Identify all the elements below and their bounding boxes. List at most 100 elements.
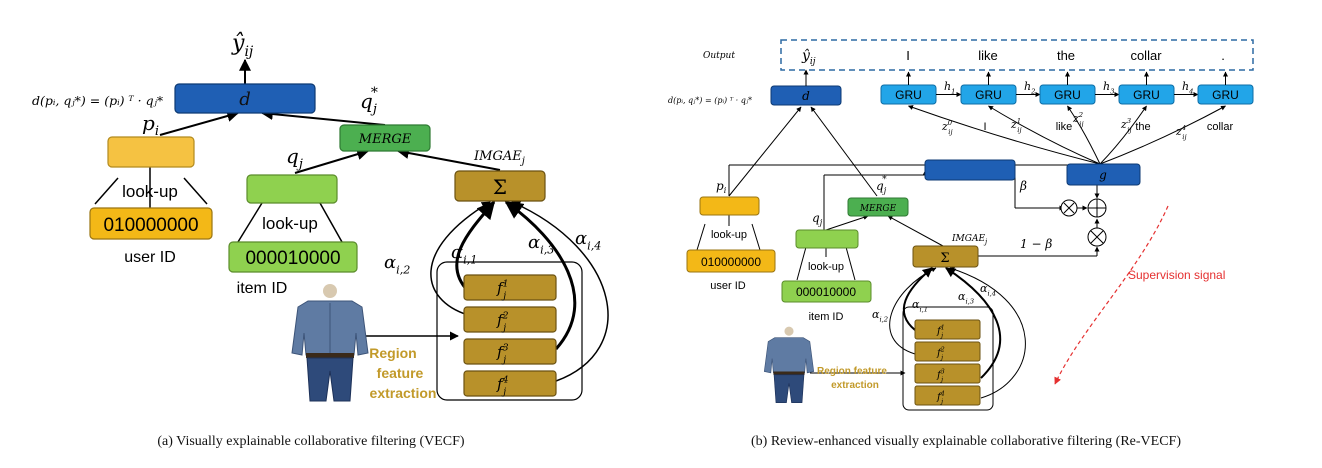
re-vecf-alpha-2: αi,2 xyxy=(872,308,888,323)
re-vecf-hidden-label-3: h3 xyxy=(1103,80,1114,95)
vecf-feature-container xyxy=(436,261,583,401)
re-vecf-input-word-4: collar xyxy=(1207,121,1234,133)
re-vecf-feature-container xyxy=(902,306,994,411)
vecf-sum-label: Σ xyxy=(493,175,507,199)
re-vecf-supervision-arrow xyxy=(1054,205,1169,385)
re-vecf-yhat: ŷij xyxy=(801,47,816,67)
vecf-imgae-label: IMGAEj xyxy=(473,149,525,167)
vecf-item-id: item ID xyxy=(237,280,288,297)
vecf-user-id: user ID xyxy=(124,249,176,266)
re-vecf-output-word-4: collar xyxy=(1130,48,1162,63)
re-vecf-alpha-labels: αi,1 αi,2 αi,3 αi,4 xyxy=(872,282,996,323)
re-vecf-merge-box xyxy=(847,197,909,217)
re-vecf-gru-label-5: GRU xyxy=(1212,88,1239,102)
re-vecf-g-box xyxy=(1066,163,1141,186)
svg-text:extraction: extraction xyxy=(370,385,437,401)
re-vecf-d-label: d xyxy=(802,89,810,103)
re-vecf-q-label: qj xyxy=(812,211,823,227)
re-vecf-multiply-one-minus-beta xyxy=(1087,227,1107,247)
vecf-alpha-4: αi,4 xyxy=(575,228,601,252)
vecf-sum-box xyxy=(454,170,546,202)
re-vecf-output-word-1: I xyxy=(906,48,910,63)
vecf-user-code-box xyxy=(89,207,213,240)
re-vecf-visual-projection xyxy=(924,159,1016,181)
re-vecf-item-embedding xyxy=(795,229,859,249)
vecf-d-label: d xyxy=(239,89,251,110)
re-vecf-z-arrow-3 xyxy=(1099,105,1147,165)
re-vecf-alpha-1: αi,1 xyxy=(912,298,928,313)
svg-text:Region feature: Region feature xyxy=(817,366,887,377)
vecf-feature-box-4 xyxy=(463,370,557,397)
re-vecf-item-id: item ID xyxy=(809,311,844,323)
re-vecf-beta: β xyxy=(1019,179,1027,193)
re-vecf-alpha-4: αi,4 xyxy=(980,282,996,297)
vecf-item-embedding xyxy=(246,174,338,204)
re-vecf-gru-label-2: GRU xyxy=(975,88,1002,102)
vecf-user-code: 010000000 xyxy=(103,215,198,236)
re-vecf-gru-label-4: GRU xyxy=(1133,88,1160,102)
re-vecf-output-word-2: like xyxy=(978,48,998,63)
re-vecf-add xyxy=(1087,198,1107,218)
re-vecf-user-code-box xyxy=(686,249,776,273)
re-vecf-hidden-label-1: h1 xyxy=(944,80,955,95)
re-vecf-supervision-label: Supervision signal xyxy=(1128,268,1225,282)
svg-text:extraction: extraction xyxy=(831,380,879,391)
vecf-user-embedding xyxy=(107,136,195,168)
re-vecf-hidden-label-2: h2 xyxy=(1024,80,1035,95)
re-vecf-z-arrow-2 xyxy=(1067,105,1101,165)
re-vecf-gru-label-1: GRU xyxy=(895,88,922,102)
vecf-merge-label: MERGE xyxy=(358,132,412,147)
re-vecf-output-box xyxy=(780,39,1254,71)
panel-vecf: ŷij d(pᵢ, qⱼ*) = (pᵢ) ᵀ · qⱼ* d pi look-… xyxy=(32,31,609,449)
vecf-item-code-box xyxy=(228,241,358,273)
vecf-lookup-user: look-up xyxy=(122,182,178,201)
vecf-edges xyxy=(94,58,609,382)
re-vecf-sum-box xyxy=(912,245,979,268)
vecf-yhat: ŷij xyxy=(231,31,254,60)
vecf-alpha-2: αi,2 xyxy=(384,252,410,276)
re-vecf-lookup-user: look-up xyxy=(711,229,747,241)
re-vecf-gru-label-3: GRU xyxy=(1054,88,1081,102)
re-vecf-shirt-image xyxy=(763,326,815,404)
re-vecf-region-text: Region feature extraction xyxy=(817,366,887,391)
re-vecf-edges xyxy=(696,69,1109,399)
re-vecf-user-embedding xyxy=(699,196,760,216)
re-vecf-feature-box-3 xyxy=(914,363,981,384)
svg-text:Region: Region xyxy=(369,345,416,361)
re-vecf-lookup-item: look-up xyxy=(808,261,844,273)
re-vecf-input-word-1: I xyxy=(983,121,986,133)
re-vecf-output-word-5: . xyxy=(1221,48,1225,63)
re-vecf-feature-box-4 xyxy=(914,385,981,406)
re-vecf-feature-box-1 xyxy=(914,319,981,340)
re-vecf-input-word-2: like xyxy=(1056,121,1073,133)
vecf-p-label: pi xyxy=(142,111,159,139)
re-vecf-multiply-beta xyxy=(1060,199,1078,217)
re-vecf-hidden-label-4: h4 xyxy=(1182,80,1193,95)
re-vecf-p-label: pi xyxy=(716,179,727,195)
re-vecf-imgae-label: IMGAEj xyxy=(951,234,988,246)
re-vecf-item-code-box xyxy=(781,280,872,303)
vecf-lookup-item: look-up xyxy=(262,214,318,233)
vecf-qstar-label: qj* xyxy=(360,85,378,117)
vecf-feature-box-2 xyxy=(463,306,557,333)
re-vecf-alpha-3: αi,3 xyxy=(958,290,974,305)
re-vecf-g-label: g xyxy=(1099,168,1107,182)
